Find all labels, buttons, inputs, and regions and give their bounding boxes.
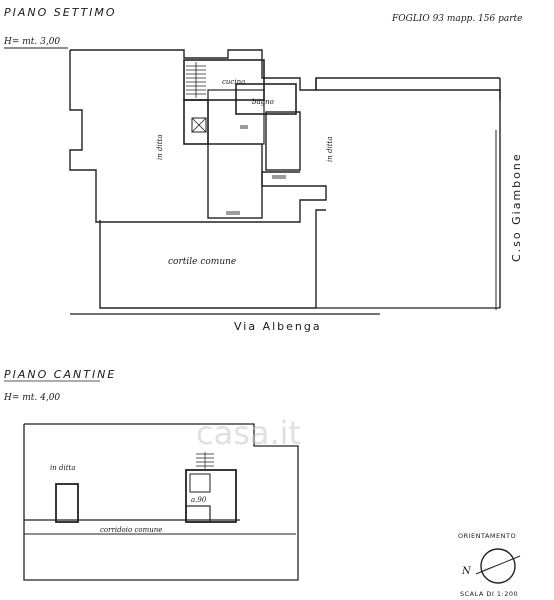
room-label-bagno: bagno [252,98,274,106]
label-corridoio-comune: corridoio comune [100,526,162,534]
floor-title-settimo: PIANO SETTIMO [4,6,117,19]
height-label-cantine: H= mt. 4,00 [3,393,60,403]
upper-plan-outline [69,49,501,310]
compass-rose-icon [475,548,521,584]
floor-title-cantine: PIANO CANTINE [4,368,116,381]
label-cortile-comune: cortile comune [168,257,236,267]
scale-label: SCALA DI 1:200 [460,590,518,598]
north-marker: N [461,566,472,577]
street-label-corso-giambone: C.so Giambone [510,152,523,262]
orientation-label: ORIENTAMENTO [458,532,516,540]
sheet-reference: FOGLIO 93 mapp. 156 parte [391,14,522,24]
watermark-casa-it: casa.it [196,414,301,452]
label-cellar-number: a.90 [191,496,207,504]
height-label-settimo: H= mt. 3,00 [3,37,60,47]
label-altra-ditta-left: in ditta [156,135,164,161]
lower-plan-outline [23,423,299,581]
upper-plan-apartment [183,59,301,219]
label-altra-ditta-right: in ditta [326,137,334,163]
room-label-cucina: cucina [222,78,245,86]
label-altra-ditta-lower: in ditta [50,464,76,472]
street-label-via-albenga: Via Albenga [234,320,322,333]
